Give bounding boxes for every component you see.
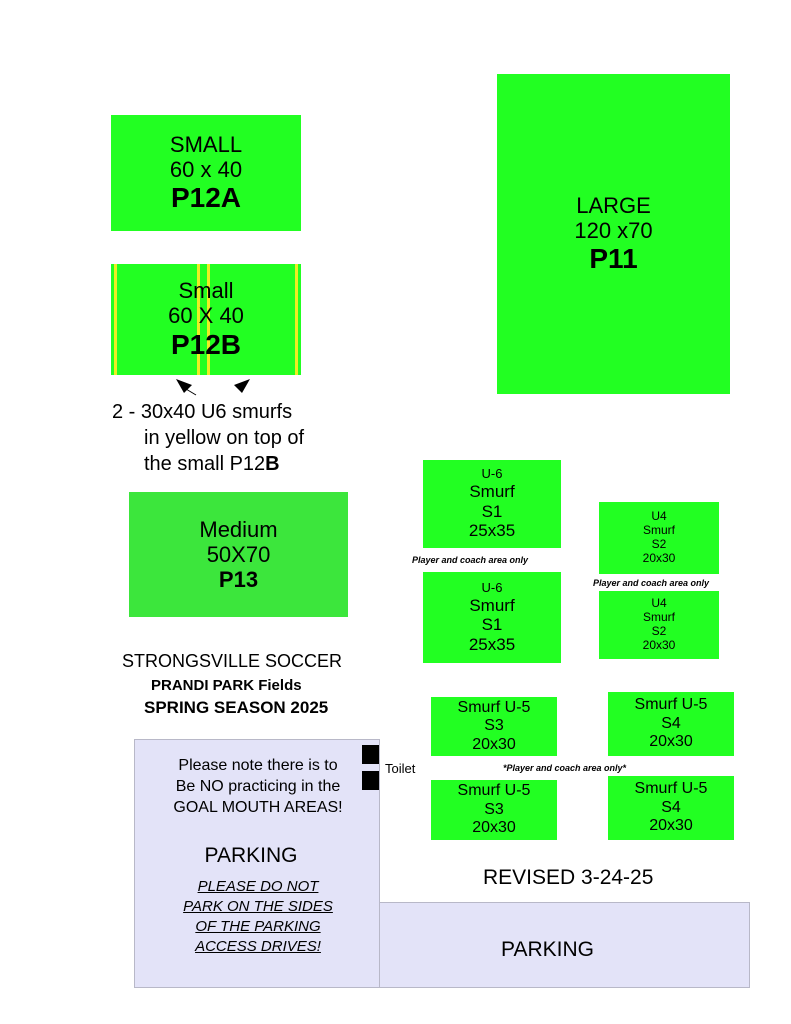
field-s3-bottom-name: Smurf U-5 bbox=[457, 782, 531, 800]
field-s2-bottom-name: Smurf bbox=[642, 610, 675, 625]
parking-warning-line1: PLEASE DO NOT bbox=[197, 878, 319, 895]
field-s1-top-name: Smurf bbox=[469, 482, 515, 502]
goal-mouth-notice-line3: GOAL MOUTH AREAS! bbox=[173, 799, 343, 816]
parking-warning-line4: ACCESS DRIVES! bbox=[195, 938, 321, 955]
page-title-line3: SPRING SEASON 2025 bbox=[144, 698, 329, 717]
field-s4-bottom-name: Smurf U-5 bbox=[634, 780, 708, 798]
pointer-arrows bbox=[176, 379, 250, 396]
field-p12a-id: P12A bbox=[170, 182, 242, 214]
smurf-note-line3-bold: B bbox=[265, 453, 280, 475]
field-s2-top-age: U4 bbox=[651, 509, 667, 524]
smurf-line-2 bbox=[197, 264, 200, 375]
field-p12a: SMALL 60 x 40 P12A bbox=[111, 115, 301, 231]
field-s3-top-id: S3 bbox=[484, 717, 504, 735]
field-p12b-size: Small bbox=[178, 278, 234, 304]
field-s1-bottom-dims: 25x35 bbox=[468, 634, 516, 654]
field-s3-top-dims: 20x30 bbox=[472, 735, 516, 753]
field-p11-dims: 120 x70 bbox=[574, 217, 653, 243]
field-s2-bottom-age: U4 bbox=[651, 596, 667, 611]
field-s4-top: Smurf U-5 S4 20x30 bbox=[608, 692, 734, 756]
field-s1-bottom: U-6 Smurf S1 25x35 bbox=[423, 572, 561, 663]
field-s2-top-dims: 20x30 bbox=[642, 550, 676, 565]
goal-mouth-notice-line1: Please note there is to bbox=[178, 757, 338, 774]
player-area-note-s2: Player and coach area only bbox=[593, 578, 710, 588]
field-s2-bottom: U4 Smurf S2 20x30 bbox=[599, 591, 719, 659]
goal-mouth-notice-line2: Be NO practicing in the bbox=[175, 778, 341, 795]
field-p12a-size: SMALL bbox=[169, 131, 243, 157]
smurf-note: 2 - 30x40 U6 smurfs in yellow on top of … bbox=[112, 399, 304, 477]
page-title-line1: STRONGSVILLE SOCCER bbox=[122, 651, 343, 671]
arrow-right-icon bbox=[234, 379, 250, 393]
parking-right-label: PARKING bbox=[501, 938, 594, 961]
field-s2-bottom-dims: 20x30 bbox=[642, 637, 676, 652]
field-s1-bottom-age: U-6 bbox=[481, 579, 503, 595]
field-p11-size: LARGE bbox=[576, 192, 651, 218]
field-s4-top-dims: 20x30 bbox=[649, 733, 693, 751]
page-title-line2: PRANDI PARK Fields bbox=[151, 677, 302, 694]
field-s2-top-id: S2 bbox=[651, 537, 667, 551]
field-s4-top-id: S4 bbox=[661, 714, 681, 732]
field-s3-bottom-id: S3 bbox=[484, 800, 504, 818]
field-s4-top-name: Smurf U-5 bbox=[634, 696, 708, 714]
field-s2-bottom-id: S2 bbox=[651, 624, 667, 638]
field-s1-bottom-id: S1 bbox=[481, 615, 503, 635]
smurf-note-line1: 2 - 30x40 U6 smurfs bbox=[112, 401, 293, 423]
field-s2-top-name: Smurf bbox=[642, 523, 675, 538]
smurf-line-4 bbox=[295, 264, 298, 375]
field-p13: Medium 50X70 P13 bbox=[129, 492, 348, 617]
field-p13-size: Medium bbox=[199, 516, 278, 542]
field-p13-dims: 50X70 bbox=[206, 541, 271, 567]
goal-mouth-notice: Please note there is to Be NO practicing… bbox=[135, 755, 381, 818]
revised-date: REVISED 3-24-25 bbox=[483, 866, 654, 889]
smurf-note-line3-prefix: the small P12 bbox=[144, 453, 266, 475]
smurf-line-1 bbox=[114, 264, 117, 375]
parking-lot-left: Please note there is to Be NO practicing… bbox=[134, 739, 380, 988]
player-area-note-s3: *Player and coach area only* bbox=[503, 763, 627, 773]
field-s3-top: Smurf U-5 S3 20x30 bbox=[431, 697, 557, 756]
field-s2-top: U4 Smurf S2 20x30 bbox=[599, 502, 719, 574]
field-p12b: Small 60 X 40 P12B bbox=[111, 264, 301, 375]
toilet-icon-2 bbox=[362, 771, 379, 790]
field-p12b-id: P12B bbox=[170, 328, 242, 360]
parking-warning-line3: OF THE PARKING bbox=[195, 918, 321, 935]
parking-warning-line2: PARK ON THE SIDES bbox=[183, 898, 333, 915]
player-area-note-s1: Player and coach area only bbox=[412, 555, 529, 565]
field-p11: LARGE 120 x70 P11 bbox=[497, 74, 730, 394]
toilet-label: Toilet bbox=[385, 761, 416, 776]
field-s1-top-age: U-6 bbox=[481, 466, 503, 482]
field-s1-top-id: S1 bbox=[481, 501, 503, 521]
field-s1-top: U-6 Smurf S1 25x35 bbox=[423, 460, 561, 548]
field-p11-id: P11 bbox=[589, 243, 638, 275]
field-s4-bottom-id: S4 bbox=[661, 798, 681, 816]
parking-lot-right: PARKING bbox=[378, 902, 750, 988]
smurf-note-line3: the small P12B bbox=[112, 451, 304, 477]
toilet-icon-1 bbox=[362, 745, 379, 764]
field-s3-top-name: Smurf U-5 bbox=[457, 698, 531, 716]
arrow-left-icon bbox=[176, 379, 192, 393]
field-s3-bottom: Smurf U-5 S3 20x30 bbox=[431, 780, 557, 840]
field-s1-top-dims: 25x35 bbox=[468, 521, 516, 541]
smurf-line-3 bbox=[207, 264, 210, 375]
field-p12b-dims: 60 X 40 bbox=[168, 303, 244, 329]
smurf-note-line2: in yellow on top of bbox=[144, 427, 305, 449]
parking-warning: PLEASE DO NOT PARK ON THE SIDES OF THE P… bbox=[135, 877, 381, 957]
field-s4-bottom-dims: 20x30 bbox=[649, 817, 693, 835]
field-s1-bottom-name: Smurf bbox=[469, 595, 515, 615]
field-s4-bottom: Smurf U-5 S4 20x30 bbox=[608, 776, 734, 840]
field-p13-id: P13 bbox=[218, 567, 259, 593]
field-p12a-dims: 60 x 40 bbox=[169, 156, 243, 182]
field-s3-bottom-dims: 20x30 bbox=[472, 819, 516, 837]
parking-left-label: PARKING bbox=[204, 844, 298, 867]
